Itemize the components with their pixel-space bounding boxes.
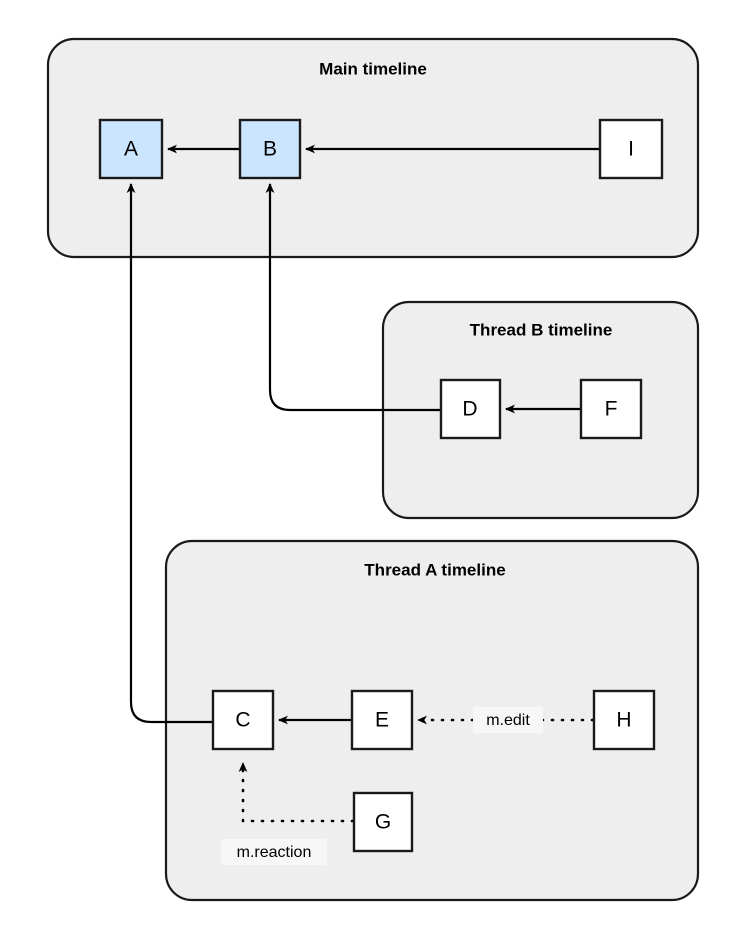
node-a-label: A: [124, 138, 138, 161]
node-a[interactable]: A: [98, 118, 164, 180]
node-h-label: H: [616, 709, 631, 732]
node-i[interactable]: I: [598, 118, 664, 180]
node-f-label: F: [605, 398, 618, 421]
group-main-timeline-title: Main timeline: [319, 59, 427, 78]
group-thread-b-timeline-title: Thread B timeline: [470, 320, 613, 339]
group-thread-a-timeline-title: Thread A timeline: [364, 560, 505, 579]
node-b-box[interactable]: [238, 118, 302, 180]
node-g-box[interactable]: [352, 791, 414, 853]
node-d-label: D: [462, 398, 477, 421]
edge-label-m-edit: m.edit: [473, 707, 543, 733]
node-e-box[interactable]: [350, 689, 414, 751]
edge-c-to-a: [126, 183, 213, 724]
edge-g-to-c: [238, 761, 355, 823]
node-g[interactable]: G: [352, 791, 414, 853]
node-h[interactable]: H: [592, 689, 656, 751]
edge-label-m-reaction-text: m.reaction: [237, 844, 312, 861]
node-b-label: B: [263, 138, 277, 161]
node-d-box[interactable]: [439, 378, 502, 440]
node-i-box[interactable]: [598, 118, 664, 180]
node-e-label: E: [375, 709, 389, 732]
edge-d-to-b: [265, 183, 441, 412]
node-c-box[interactable]: [211, 689, 275, 751]
node-i-label: I: [628, 138, 634, 161]
node-h-box[interactable]: [592, 689, 656, 751]
node-c-label: C: [235, 709, 250, 732]
edge-label-m-reaction-halo: [221, 839, 327, 865]
edge-label-m-edit-text: m.edit: [486, 712, 530, 729]
node-c[interactable]: C: [211, 689, 275, 751]
node-e[interactable]: E: [350, 689, 414, 751]
edge-label-m-reaction: m.reaction: [221, 839, 327, 865]
node-a-box[interactable]: [98, 118, 164, 180]
node-f-box[interactable]: [579, 378, 643, 440]
edge-label-m-edit-halo: [473, 707, 543, 733]
node-b[interactable]: B: [238, 118, 302, 180]
node-d[interactable]: D: [439, 378, 502, 440]
node-f[interactable]: F: [579, 378, 643, 440]
node-g-label: G: [375, 811, 391, 834]
